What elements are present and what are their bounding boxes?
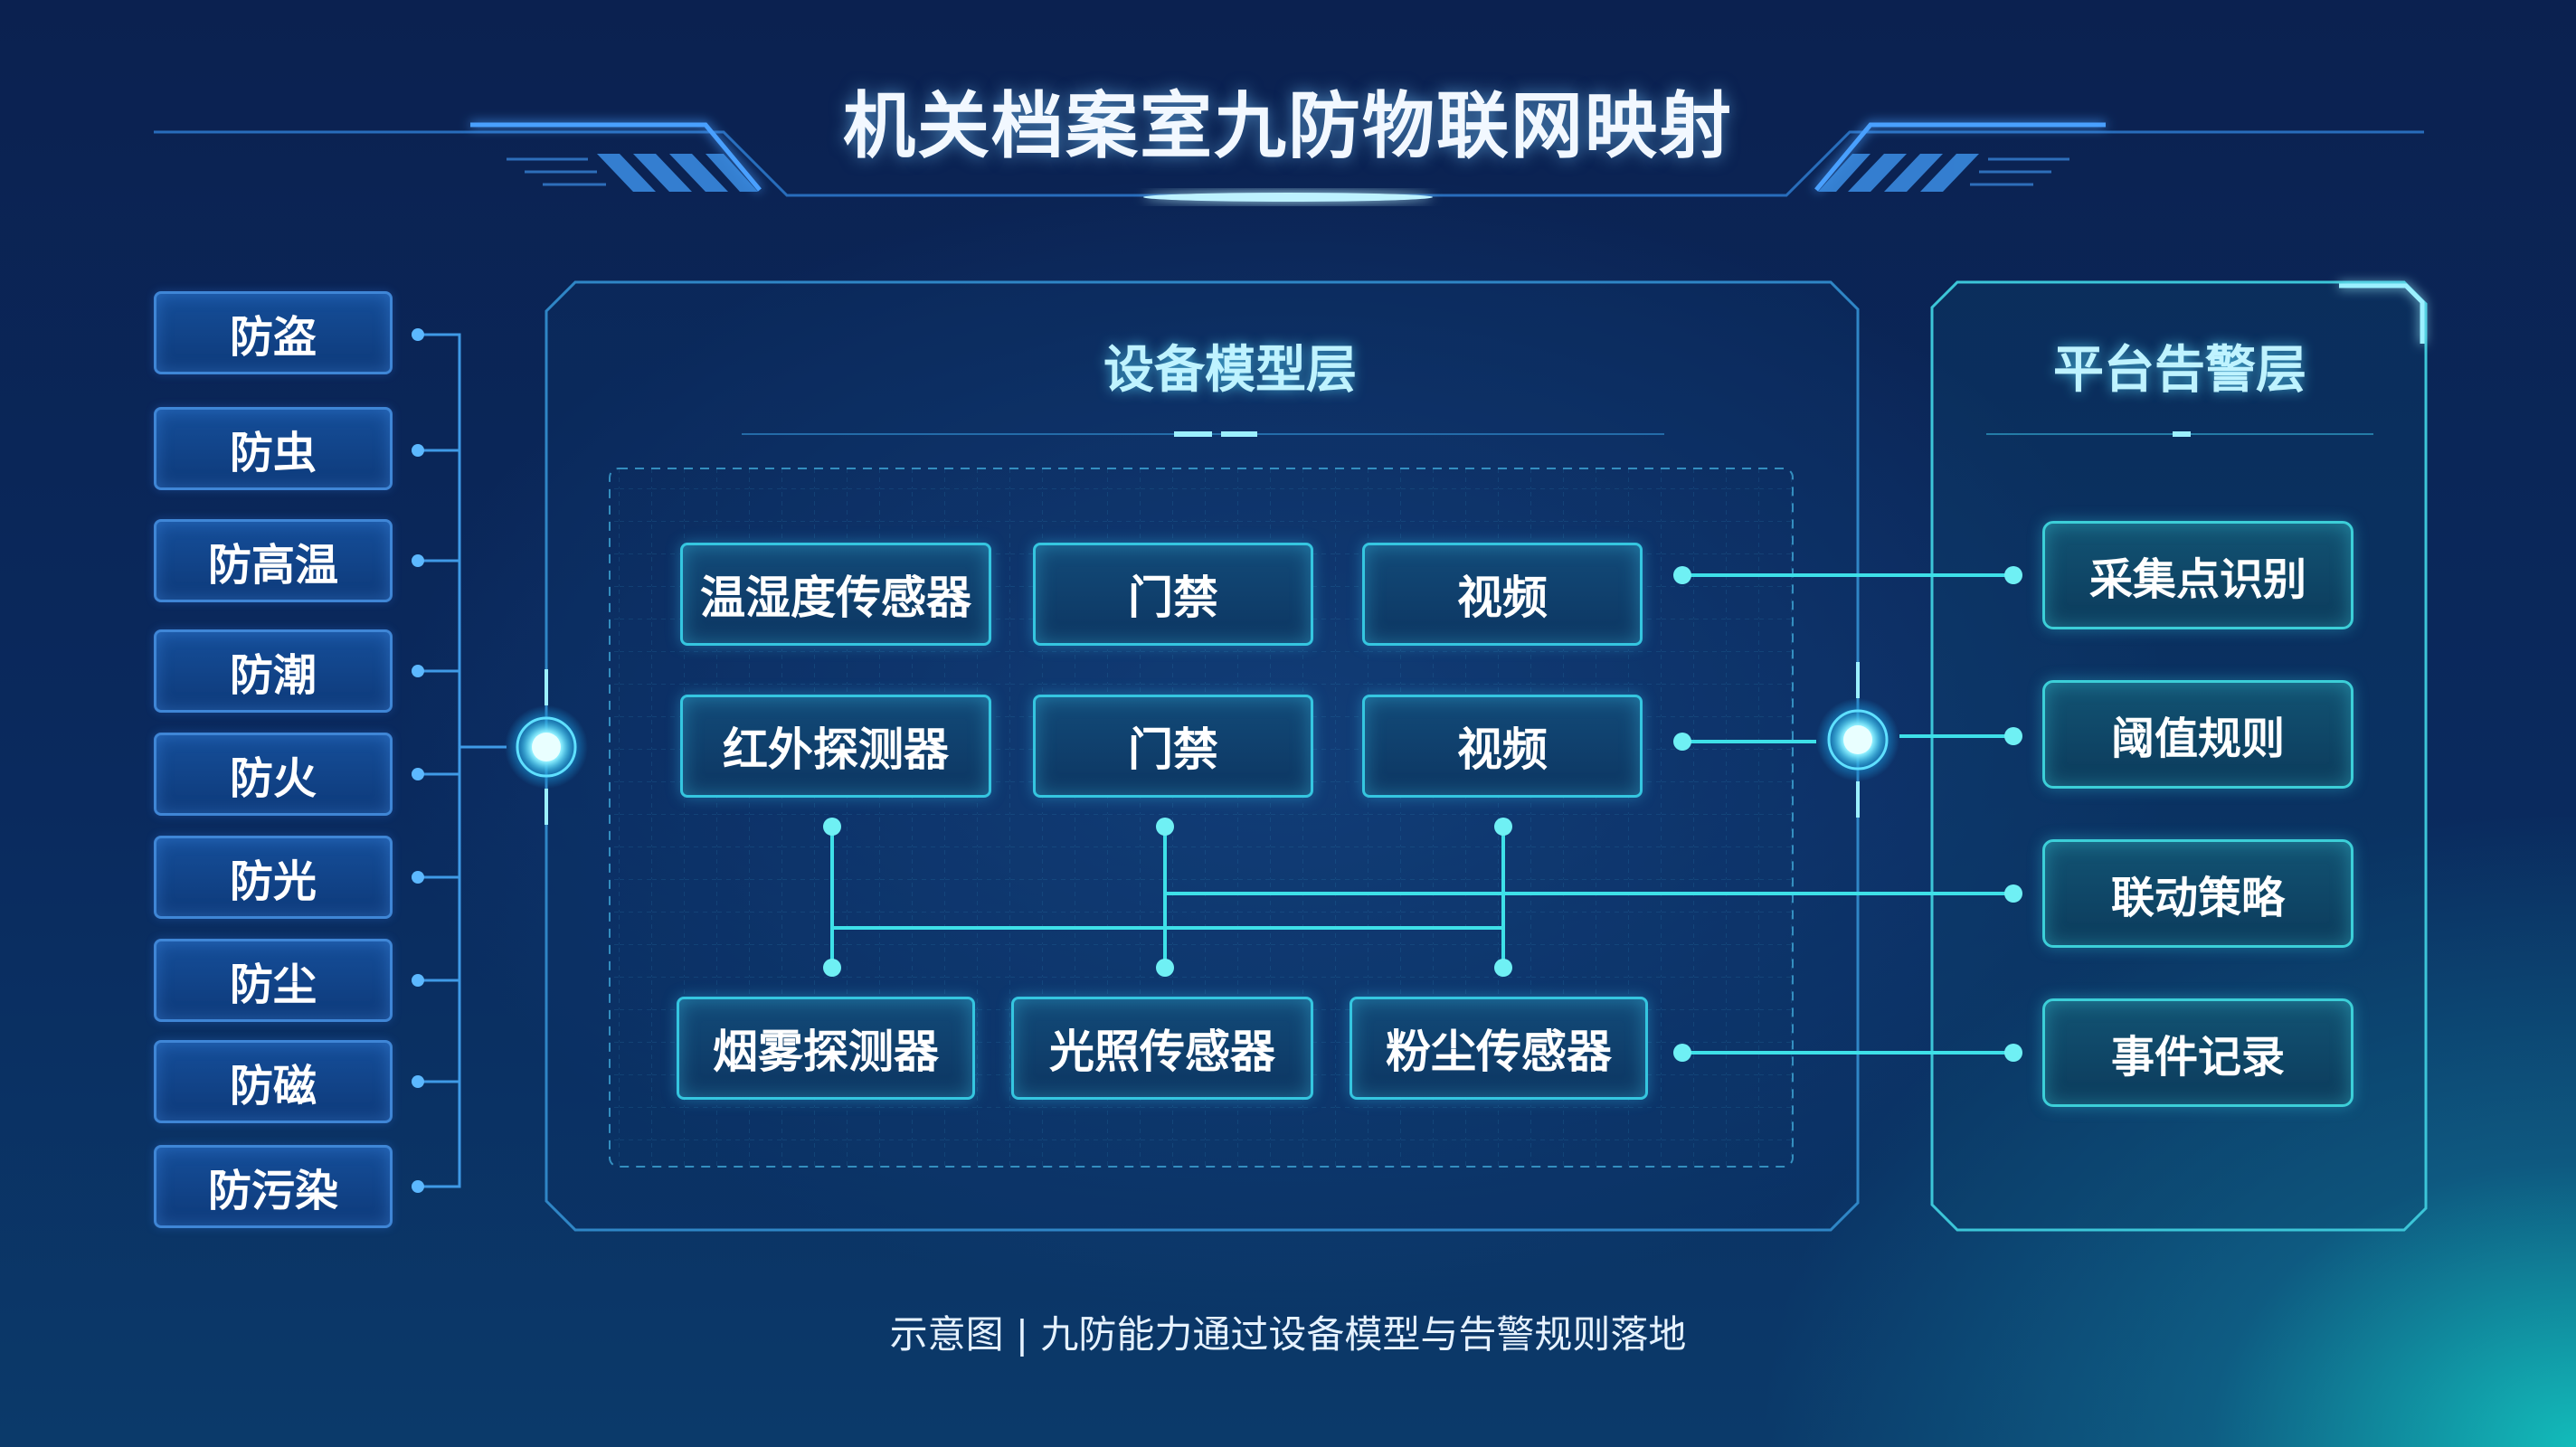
device-node: 光照传感器 xyxy=(1011,997,1313,1100)
alarm-item: 采集点识别 xyxy=(2042,521,2353,629)
device-node: 视频 xyxy=(1362,543,1643,646)
protection-item: 防磁 xyxy=(154,1040,393,1123)
device-node: 粉尘传感器 xyxy=(1350,997,1648,1100)
alarm-item: 阈值规则 xyxy=(2042,680,2353,789)
device-internal-connectors xyxy=(830,827,1505,968)
protection-item: 防潮 xyxy=(154,629,393,713)
left-hub xyxy=(505,669,588,825)
device-node: 视频 xyxy=(1362,695,1643,798)
alarm-item: 联动策略 xyxy=(2042,839,2353,948)
protection-item: 防污染 xyxy=(154,1145,393,1228)
protection-item: 防虫 xyxy=(154,407,393,490)
protection-item: 防高温 xyxy=(154,519,393,602)
protection-item: 防尘 xyxy=(154,939,393,1022)
device-node: 门禁 xyxy=(1033,543,1313,646)
left-bracket xyxy=(418,333,507,1188)
alarm-layer-title: 平台告警层 xyxy=(2053,341,2306,400)
device-node: 门禁 xyxy=(1033,695,1313,798)
device-alarm-connectors xyxy=(1165,573,2013,1055)
protection-item: 防盗 xyxy=(154,291,393,374)
alarm-item: 事件记录 xyxy=(2042,998,2353,1107)
protection-item: 防火 xyxy=(154,733,393,816)
device-node: 红外探测器 xyxy=(680,695,991,798)
diagram-title: 机关档案室九防物联网映射 xyxy=(843,84,1733,168)
device-node: 温湿度传感器 xyxy=(680,543,991,646)
right-hub xyxy=(1816,662,1899,818)
device-node: 烟雾探测器 xyxy=(677,997,975,1100)
diagram-caption: 示意图 | 九防能力通过设备模型与告警规则落地 xyxy=(889,1312,1687,1357)
header-decoration xyxy=(154,122,2424,202)
protection-item: 防光 xyxy=(154,836,393,919)
left-bracket-dots xyxy=(412,328,424,1193)
device-alarm-dots xyxy=(1673,566,2022,1062)
device-layer-title: 设备模型层 xyxy=(1103,341,1357,400)
device-internal-dots xyxy=(823,818,1512,977)
